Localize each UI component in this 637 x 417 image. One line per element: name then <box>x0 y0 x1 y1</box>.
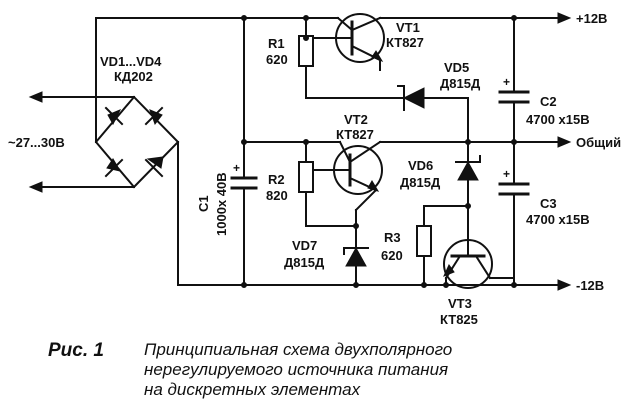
c2-capacitor: + C2 4700 x15В <box>498 17 590 143</box>
vd7-zener: VD7 Д815Д <box>284 238 369 286</box>
common-label: Общий <box>576 135 621 150</box>
vt3-transistor: VT3 КТ825 <box>440 239 515 327</box>
input-terminals: ~27...30В <box>8 91 135 193</box>
bridge-type: КД202 <box>114 69 153 84</box>
r3-resistor: R3 620 <box>381 205 469 286</box>
vt2-ref: VT2 <box>344 112 368 127</box>
vd6-zener: VD6 Д815Д <box>400 141 481 241</box>
c3-ref: C3 <box>540 196 557 211</box>
caption-text: Принципиальная схема двухполярного нерег… <box>144 340 452 400</box>
caption-line-2: нерегулируемого источника питания <box>144 360 449 379</box>
r2-ref: R2 <box>268 172 285 187</box>
circuit-schematic: ~27...30В VD1...VD4 КД202 +12В <box>8 11 621 327</box>
r2-value: 820 <box>266 188 288 203</box>
positive-rail: +12В <box>95 11 607 143</box>
vt1-type: КТ827 <box>386 35 424 50</box>
figure-label: Рис. 1 <box>48 340 104 361</box>
vd5-type: Д815Д <box>440 76 481 91</box>
input-voltage-label: ~27...30В <box>8 135 65 150</box>
svg-text:+: + <box>233 161 240 175</box>
svg-text:+: + <box>503 75 510 89</box>
svg-text:+: + <box>503 167 510 181</box>
c2-ref: C2 <box>540 94 557 109</box>
c3-capacitor: + C3 4700 x15В <box>498 141 590 286</box>
vt3-ref: VT3 <box>448 296 472 311</box>
vd7-type: Д815Д <box>284 255 325 270</box>
caption-line-3: на дискретных элементах <box>144 380 361 399</box>
minus12-label: -12В <box>576 278 604 293</box>
vt2-type: КТ827 <box>336 127 374 142</box>
vd6-type: Д815Д <box>400 175 441 190</box>
c1-value: 1000x 40В <box>214 172 229 236</box>
vt2-transistor: VT2 КТ827 <box>305 112 383 241</box>
c1-ref: C1 <box>196 195 211 212</box>
caption-line-1: Принципиальная схема двухполярного <box>144 340 453 359</box>
r2-resistor: R2 820 <box>266 141 359 229</box>
vd7-ref: VD7 <box>292 238 317 253</box>
r3-ref: R3 <box>384 230 401 245</box>
plus12-label: +12В <box>576 11 607 26</box>
vt3-type: КТ825 <box>440 312 478 327</box>
common-rail: Общий <box>241 135 621 150</box>
vd6-ref: VD6 <box>408 158 433 173</box>
vd5-ref: VD5 <box>444 60 469 75</box>
diode-bridge: VD1...VD4 КД202 <box>94 54 180 189</box>
vd5-zener: VD5 Д815Д <box>397 60 481 143</box>
negative-rail: -12В <box>177 141 604 293</box>
bridge-ref: VD1...VD4 <box>100 54 162 69</box>
r1-value: 620 <box>266 52 288 67</box>
r3-value: 620 <box>381 248 403 263</box>
c2-value: 4700 x15В <box>526 112 590 127</box>
c1-capacitor: + C1 1000x 40В <box>196 17 258 286</box>
r1-resistor: R1 620 <box>266 17 405 99</box>
vt1-transistor: VT1 КТ827 <box>305 13 424 63</box>
r1-ref: R1 <box>268 36 285 51</box>
c3-value: 4700 x15В <box>526 212 590 227</box>
vt1-ref: VT1 <box>396 20 420 35</box>
